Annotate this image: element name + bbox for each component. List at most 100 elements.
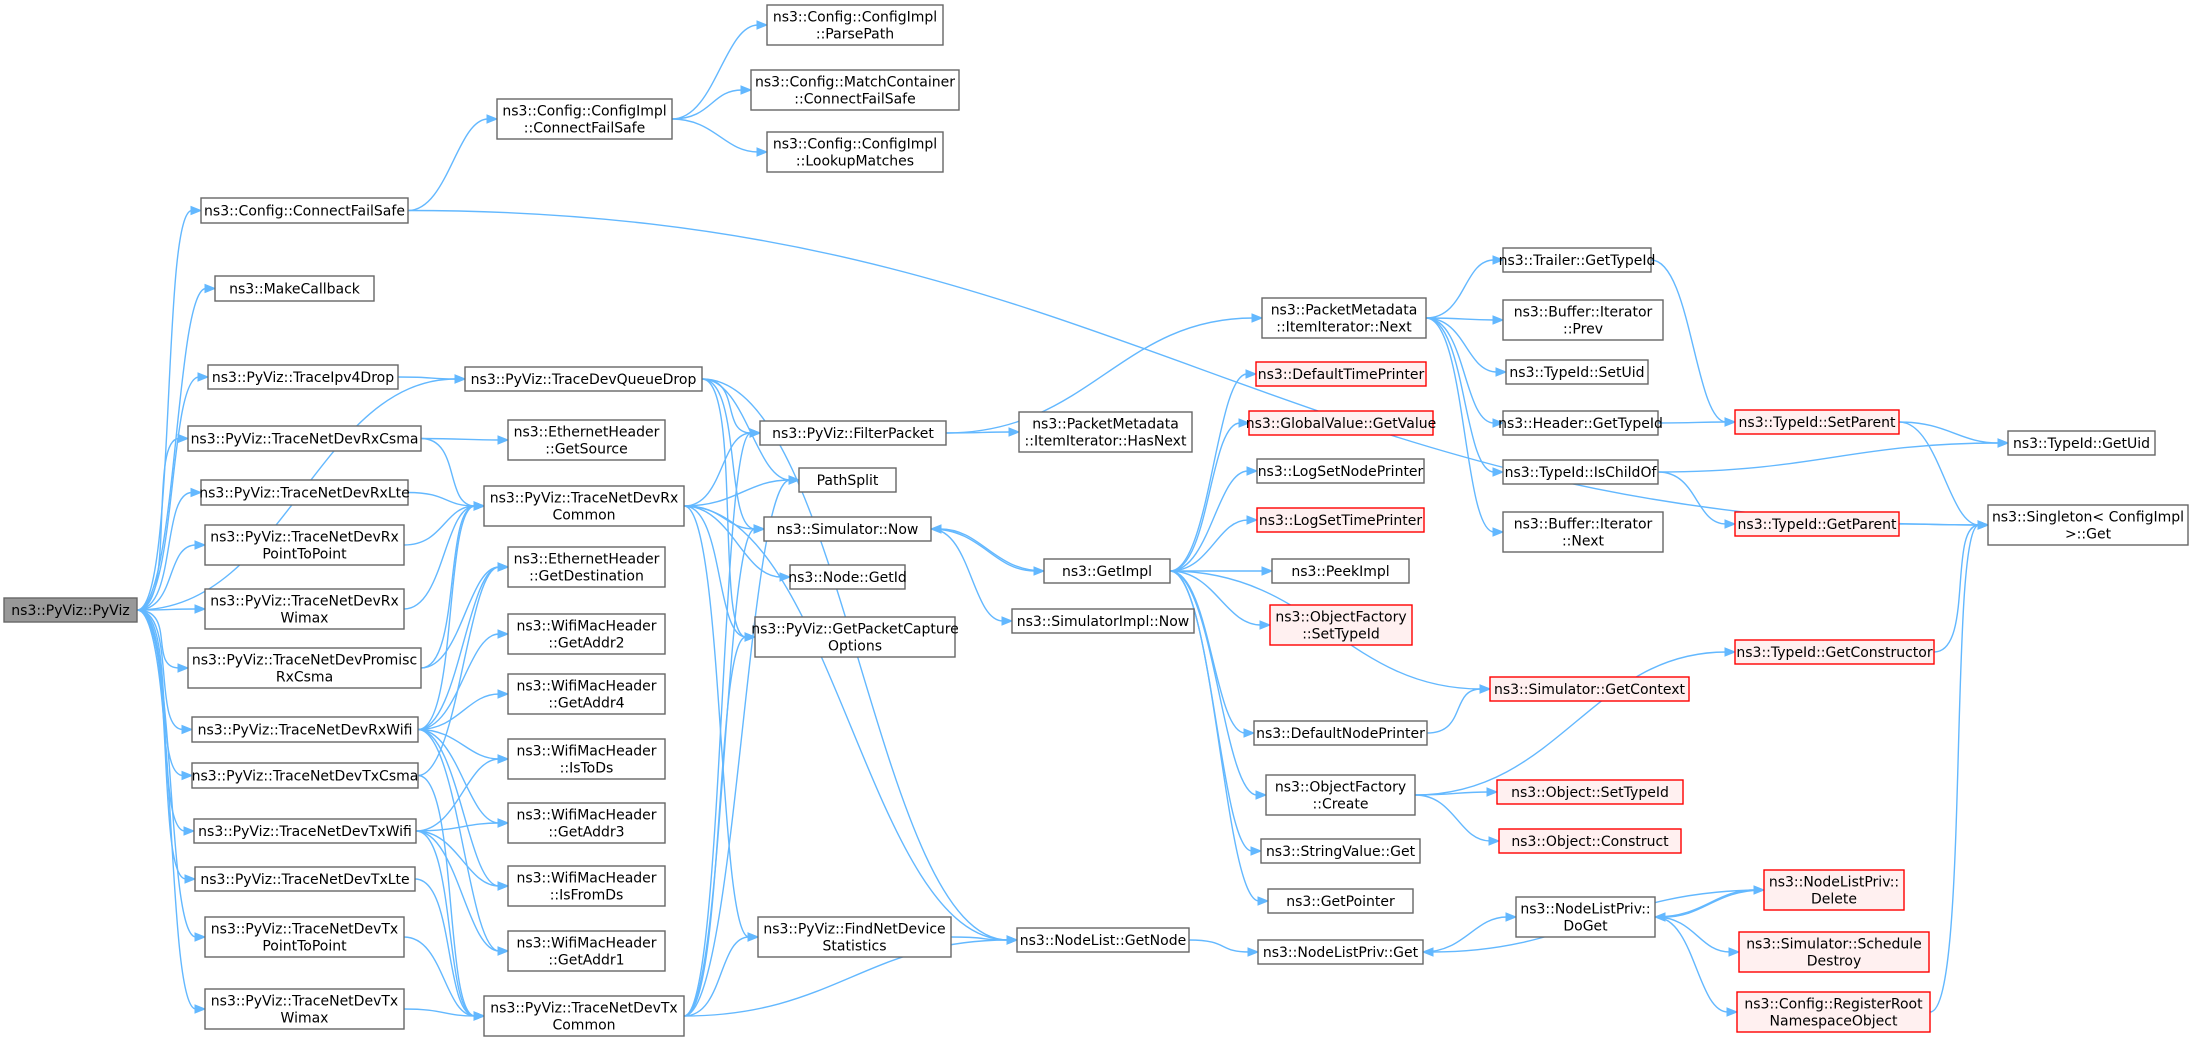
graph-node-getimpl[interactable]: ns3::GetImpl — [1043, 558, 1171, 584]
node-box — [1502, 511, 1664, 553]
graph-node-nlgetnode[interactable]: ns3::NodeList::GetNode — [1016, 927, 1190, 953]
graph-node-ofcreate[interactable]: ns3::ObjectFactory::Create — [1265, 774, 1416, 816]
graph-node-trlgt[interactable]: ns3::Trailer::GetTypeId — [1499, 247, 1656, 273]
graph-node-ofst[interactable]: ns3::ObjectFactory::SetTypeId — [1269, 604, 1413, 646]
graph-node-singleton[interactable]: ns3::Singleton< ConfigImpl >::Get — [1987, 504, 2189, 546]
graph-node-mccfs[interactable]: ns3::Config::MatchContainer::ConnectFail… — [750, 69, 960, 111]
graph-node-nlpget[interactable]: ns3::NodeListPriv::Get — [1257, 939, 1424, 965]
graph-node-simnow[interactable]: ns3::Simulator::Now — [763, 516, 932, 542]
node-label: ns3::PeekImpl — [1291, 564, 1389, 580]
node-label: Destroy — [1807, 954, 1861, 970]
graph-node-simctx[interactable]: ns3::Simulator::GetContext — [1489, 676, 1690, 702]
graph-node-tidischild[interactable]: ns3::TypeId::IsChildOf — [1502, 459, 1659, 485]
graph-node-nlpdoget[interactable]: ns3::NodeListPriv::DoGet — [1515, 896, 1656, 938]
graph-node-hdrgt[interactable]: ns3::Header::GetTypeId — [1498, 410, 1663, 436]
node-label: ::Create — [1313, 797, 1369, 813]
graph-node-tidgetuid[interactable]: ns3::TypeId::GetUid — [2007, 430, 2156, 456]
edge-filter-to-pmnext — [945, 317, 1254, 434]
graph-node-bufnext[interactable]: ns3::Buffer::Iterator::Next — [1502, 511, 1664, 553]
node-label: ns3::Header::GetTypeId — [1498, 416, 1663, 432]
edge-arrowhead — [497, 818, 510, 828]
graph-node-tidgetparent[interactable]: ns3::TypeId::GetParent — [1734, 511, 1900, 537]
node-label: ns3::Simulator::Schedule — [1746, 937, 1922, 953]
node-label: RxCsma — [276, 670, 333, 686]
graph-node-simimplnow[interactable]: ns3::SimulatorImpl::Now — [1011, 608, 1195, 634]
graph-node-mcb[interactable]: ns3::MakeCallback — [214, 275, 375, 302]
graph-node-bufprev[interactable]: ns3::Buffer::Iterator::Prev — [1502, 299, 1664, 341]
edge-arrowhead — [1261, 566, 1274, 576]
graph-node-pmnext[interactable]: ns3::PacketMetadata::ItemIterator::Next — [1261, 297, 1427, 339]
graph-node-tipv4[interactable]: ns3::PyViz::TraceIpv4Drop — [207, 364, 399, 390]
edge-tipv4-to-tdqd — [397, 376, 457, 380]
edge-arrowhead — [1257, 896, 1270, 906]
graph-node-waddr2[interactable]: ns3::WifiMacHeader::GetAddr2 — [507, 613, 666, 655]
edge-arrowhead — [177, 433, 190, 444]
graph-node-peek[interactable]: ns3::PeekImpl — [1271, 558, 1410, 584]
graph-node-tidsetuid[interactable]: ns3::TypeId::SetUid — [1505, 359, 1649, 385]
graph-node-waddr4[interactable]: ns3::WifiMacHeader::GetAddr4 — [507, 673, 666, 715]
edge-arrowhead — [1492, 527, 1505, 537]
graph-node-ttxlte[interactable]: ns3::PyViz::TraceNetDevTxLte — [194, 866, 416, 892]
graph-node-lstp[interactable]: ns3::LogSetTimePrinter — [1256, 507, 1425, 533]
node-label: ns3::Object::Construct — [1511, 834, 1669, 850]
node-label: ns3::Config::MatchContainer — [755, 75, 955, 91]
graph-node-cilm[interactable]: ns3::Config::ConfigImpl::LookupMatches — [766, 131, 944, 173]
node-label: ns3::EthernetHeader — [514, 552, 660, 568]
graph-node-tdqd[interactable]: ns3::PyViz::TraceDevQueueDrop — [464, 366, 703, 392]
graph-node-ccfs[interactable]: ns3::Config::ConnectFailSafe — [200, 197, 409, 224]
graph-node-wisfromds[interactable]: ns3::WifiMacHeader::IsFromDs — [507, 865, 666, 907]
node-box — [2007, 430, 2156, 456]
graph-node-tidsetparent[interactable]: ns3::TypeId::SetParent — [1734, 409, 1900, 435]
edge-arrowhead — [753, 524, 766, 534]
edge-trxwifi-to-waddr3 — [417, 728, 500, 824]
graph-node-nodegetid[interactable]: ns3::Node::GetId — [788, 564, 907, 590]
edge-trxlte-to-trxcommon — [407, 491, 476, 507]
graph-node-dnp[interactable]: ns3::DefaultNodePrinter — [1253, 720, 1428, 746]
graph-node-ethdst[interactable]: ns3::EthernetHeader::GetDestination — [507, 546, 666, 588]
edge-root-to-ttxwimax — [136, 609, 197, 1010]
graph-node-waddr1[interactable]: ns3::WifiMacHeader::GetAddr1 — [507, 930, 666, 972]
node-label: ::GetAddr1 — [548, 953, 624, 969]
graph-node-ttxwifi[interactable]: ns3::PyViz::TraceNetDevTxWifi — [193, 818, 417, 844]
edge-crns-to-singleton — [1929, 524, 1980, 1013]
graph-node-trxlte[interactable]: ns3::PyViz::TraceNetDevRxLte — [199, 479, 410, 506]
node-label: PointToPoint — [262, 547, 347, 563]
graph-node-getptr[interactable]: ns3::GetPointer — [1267, 888, 1414, 914]
graph-node-svget[interactable]: ns3::StringValue::Get — [1260, 838, 1421, 864]
graph-node-tcsma[interactable]: ns3::PyViz::TraceNetDevRxCsma — [187, 425, 422, 452]
graph-node-filter[interactable]: ns3::PyViz::FilterPacket — [759, 420, 947, 446]
graph-node-gvget[interactable]: ns3::GlobalValue::GetValue — [1246, 410, 1436, 436]
graph-node-cipp[interactable]: ns3::Config::ConfigImpl::ParsePath — [766, 4, 944, 46]
graph-node-tidgetctor[interactable]: ns3::TypeId::GetConstructor — [1734, 639, 1935, 665]
graph-node-ethsrc[interactable]: ns3::EthernetHeader::GetSource — [507, 419, 666, 461]
graph-node-trxwifi[interactable]: ns3::PyViz::TraceNetDevRxWifi — [191, 716, 419, 743]
graph-node-pathsplit[interactable]: PathSplit — [798, 467, 897, 493]
graph-node-pmhas[interactable]: ns3::PacketMetadata::ItemIterator::HasNe… — [1018, 411, 1193, 453]
edge-arrowhead — [497, 435, 510, 445]
edge-arrowhead — [194, 540, 207, 550]
graph-node-dtp[interactable]: ns3::DefaultTimePrinter — [1255, 361, 1427, 387]
graph-node-objconstruct[interactable]: ns3::Object::Construct — [1498, 828, 1682, 854]
edge-pmnext-to-tidsetuid — [1425, 317, 1498, 373]
graph-node-nlpdelete[interactable]: ns3::NodeListPriv::Delete — [1763, 869, 1905, 911]
edge-arrowhead — [497, 881, 510, 891]
graph-node-cicfs[interactable]: ns3::Config::ConfigImpl::ConnectFailSafe — [496, 98, 673, 140]
edge-arrowhead — [740, 85, 753, 95]
graph-node-ttxcsma[interactable]: ns3::PyViz::TraceNetDevTxCsma — [191, 762, 419, 789]
graph-node-waddr3[interactable]: ns3::WifiMacHeader::GetAddr3 — [507, 802, 666, 844]
graph-node-lsnp[interactable]: ns3::LogSetNodePrinter — [1256, 458, 1425, 484]
node-label: ns3::PyViz::TraceNetDevRxLte — [199, 486, 410, 502]
graph-node-objsettid[interactable]: ns3::Object::SetTypeId — [1496, 779, 1684, 805]
graph-node-wistods[interactable]: ns3::WifiMacHeader::IsToDs — [507, 738, 666, 780]
